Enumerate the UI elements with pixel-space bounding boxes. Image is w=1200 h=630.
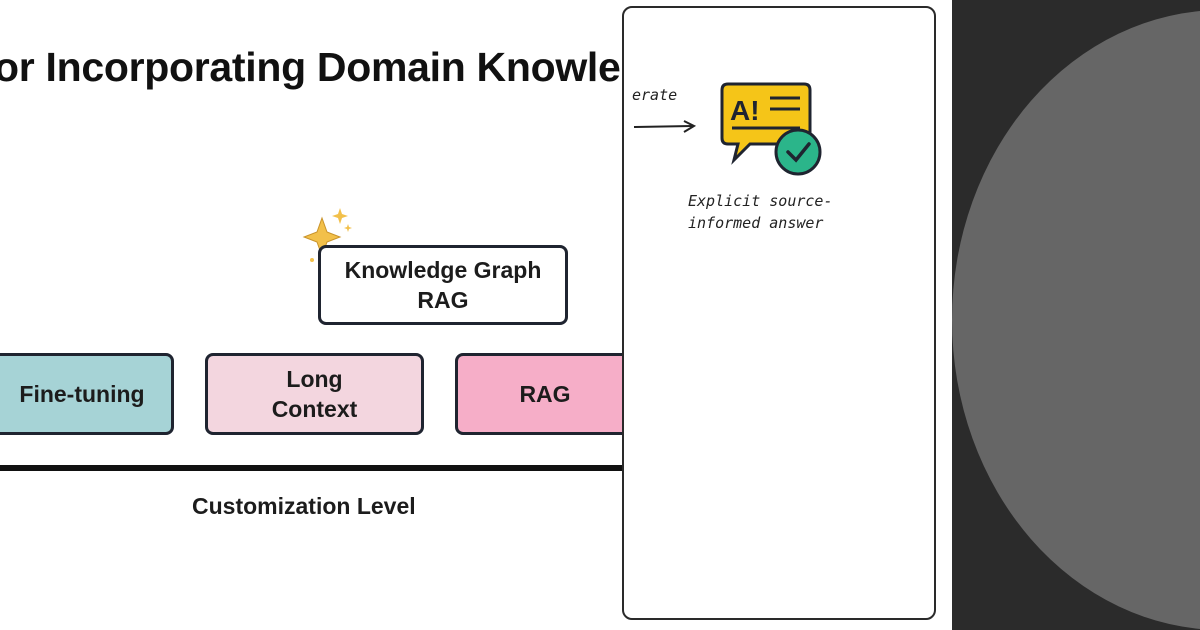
generate-text: erate [632,86,678,104]
fine-tuning-box: Fine-tuning [0,353,174,435]
slide-panel: or Incorporating Domain Knowledg Knowled… [0,44,632,519]
long-context-box: Long Context [205,353,424,435]
ai-icon-text: A! [730,95,760,126]
rag-label: RAG [519,381,571,407]
ai-answer-icon: A! [720,82,822,176]
right-background [952,0,1200,630]
knowledge-graph-rag-box: Knowledge Graph RAG [318,245,568,325]
knowledge-graph-rag-label: Knowledge Graph RAG [344,257,542,313]
arrow-right-icon [633,120,697,133]
slide-title: or Incorporating Domain Knowledg [0,44,632,90]
answer-label: Explicit source- informed answer [688,192,833,232]
long-context-label: Long Context [271,366,358,422]
customization-axis [0,465,632,471]
axis-label: Customization Level [192,493,416,519]
decorative-circle [952,10,1200,630]
fine-tuning-label: Fine-tuning [19,381,145,407]
rag-box: RAG [455,353,632,435]
